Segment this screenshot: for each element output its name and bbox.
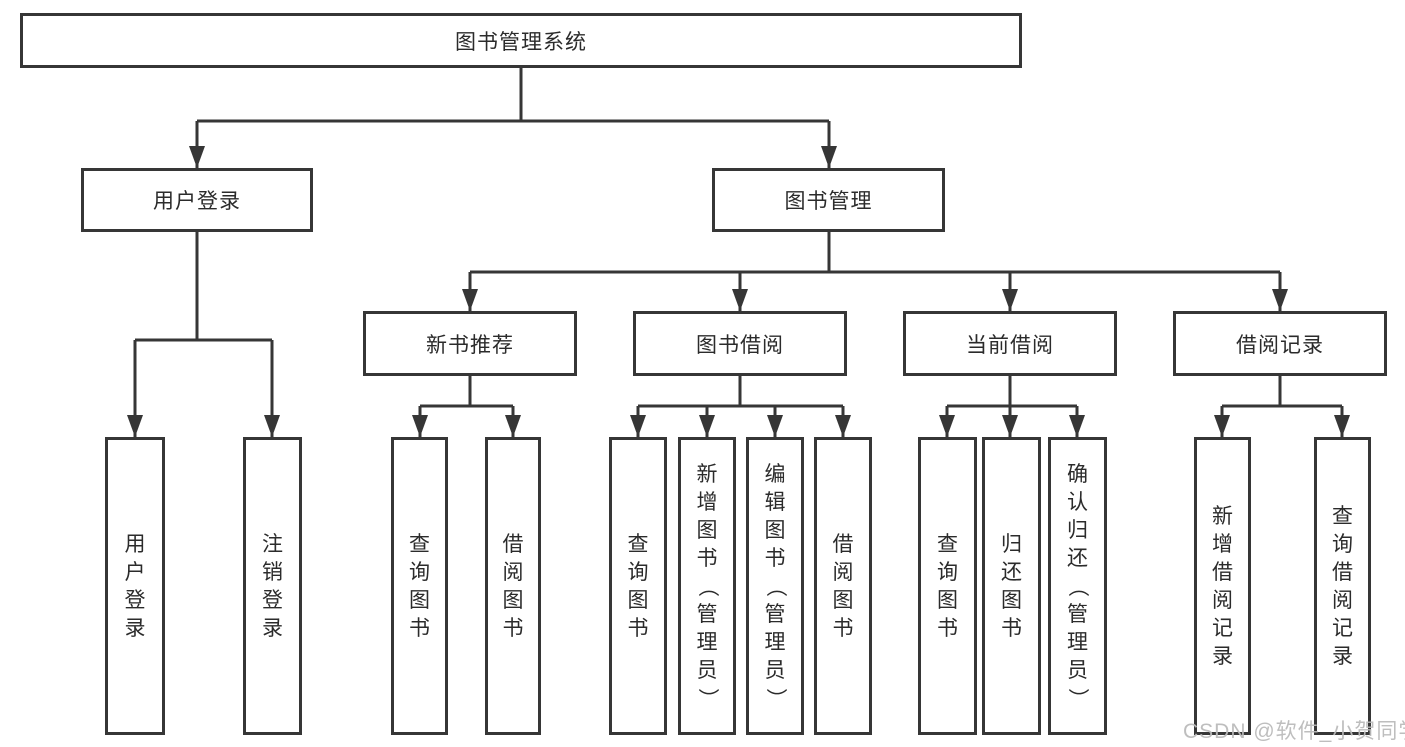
node-leaf-edit-book-admin: 编辑图书（管理员）: [746, 437, 804, 735]
leaf-label: 新增图书（管理员）: [695, 462, 719, 709]
node-leaf-confirm-return-admin: 确认归还（管理员）: [1048, 437, 1107, 735]
node-leaf-add-book-admin: 新增图书（管理员）: [678, 437, 736, 735]
leaf-label: 确认归还（管理员）: [1066, 462, 1089, 709]
leaf-label: 用户登录: [124, 532, 146, 640]
leaf-label: 借阅图书: [832, 532, 854, 640]
leaf-label: 查询图书: [409, 532, 430, 640]
leaf-label: 编辑图书（管理员）: [763, 462, 787, 709]
leaf-label: 查询图书: [937, 532, 958, 640]
node-leaf-query-borrow-record: 查询借阅记录: [1314, 437, 1371, 735]
leaf-label: 注销登录: [262, 532, 283, 640]
node-leaf-query-books-recommend: 查询图书: [391, 437, 448, 735]
connector-userlogin-split: [135, 232, 272, 342]
connector-current-split: [947, 376, 1077, 408]
connector-newbook-split: [420, 376, 513, 408]
connector-records-split: [1222, 376, 1342, 408]
node-new-book-recommend: 新书推荐: [363, 311, 577, 376]
leaf-label: 借阅图书: [502, 532, 524, 640]
connector-bookmgmt-split: [470, 232, 1280, 274]
node-current-borrowing: 当前借阅: [903, 311, 1117, 376]
node-leaf-logout: 注销登录: [243, 437, 302, 735]
watermark: CSDN @软件_小贺同学: [1183, 720, 1405, 743]
node-leaf-borrow-books-recommend: 借阅图书: [485, 437, 541, 735]
node-leaf-query-books-borrowing: 查询图书: [609, 437, 667, 735]
node-book-borrowing: 图书借阅: [633, 311, 847, 376]
node-leaf-return-book: 归还图书: [982, 437, 1041, 735]
node-leaf-borrow-books-borrowing: 借阅图书: [814, 437, 872, 735]
leaf-label: 查询借阅记录: [1332, 504, 1353, 668]
leaf-label: 归还图书: [1001, 532, 1022, 640]
node-leaf-query-books-current: 查询图书: [918, 437, 977, 735]
node-leaf-add-borrow-record: 新增借阅记录: [1194, 437, 1251, 735]
node-user-login: 用户登录: [81, 168, 313, 232]
node-root-system: 图书管理系统: [20, 13, 1022, 68]
leaf-label: 查询图书: [627, 532, 649, 640]
leaf-label: 新增借阅记录: [1212, 504, 1233, 668]
node-book-management: 图书管理: [712, 168, 945, 232]
connector-root-split: [197, 68, 829, 123]
node-borrowing-records: 借阅记录: [1173, 311, 1387, 376]
node-leaf-user-login: 用户登录: [105, 437, 165, 735]
connector-borrowing-split: [638, 376, 843, 408]
